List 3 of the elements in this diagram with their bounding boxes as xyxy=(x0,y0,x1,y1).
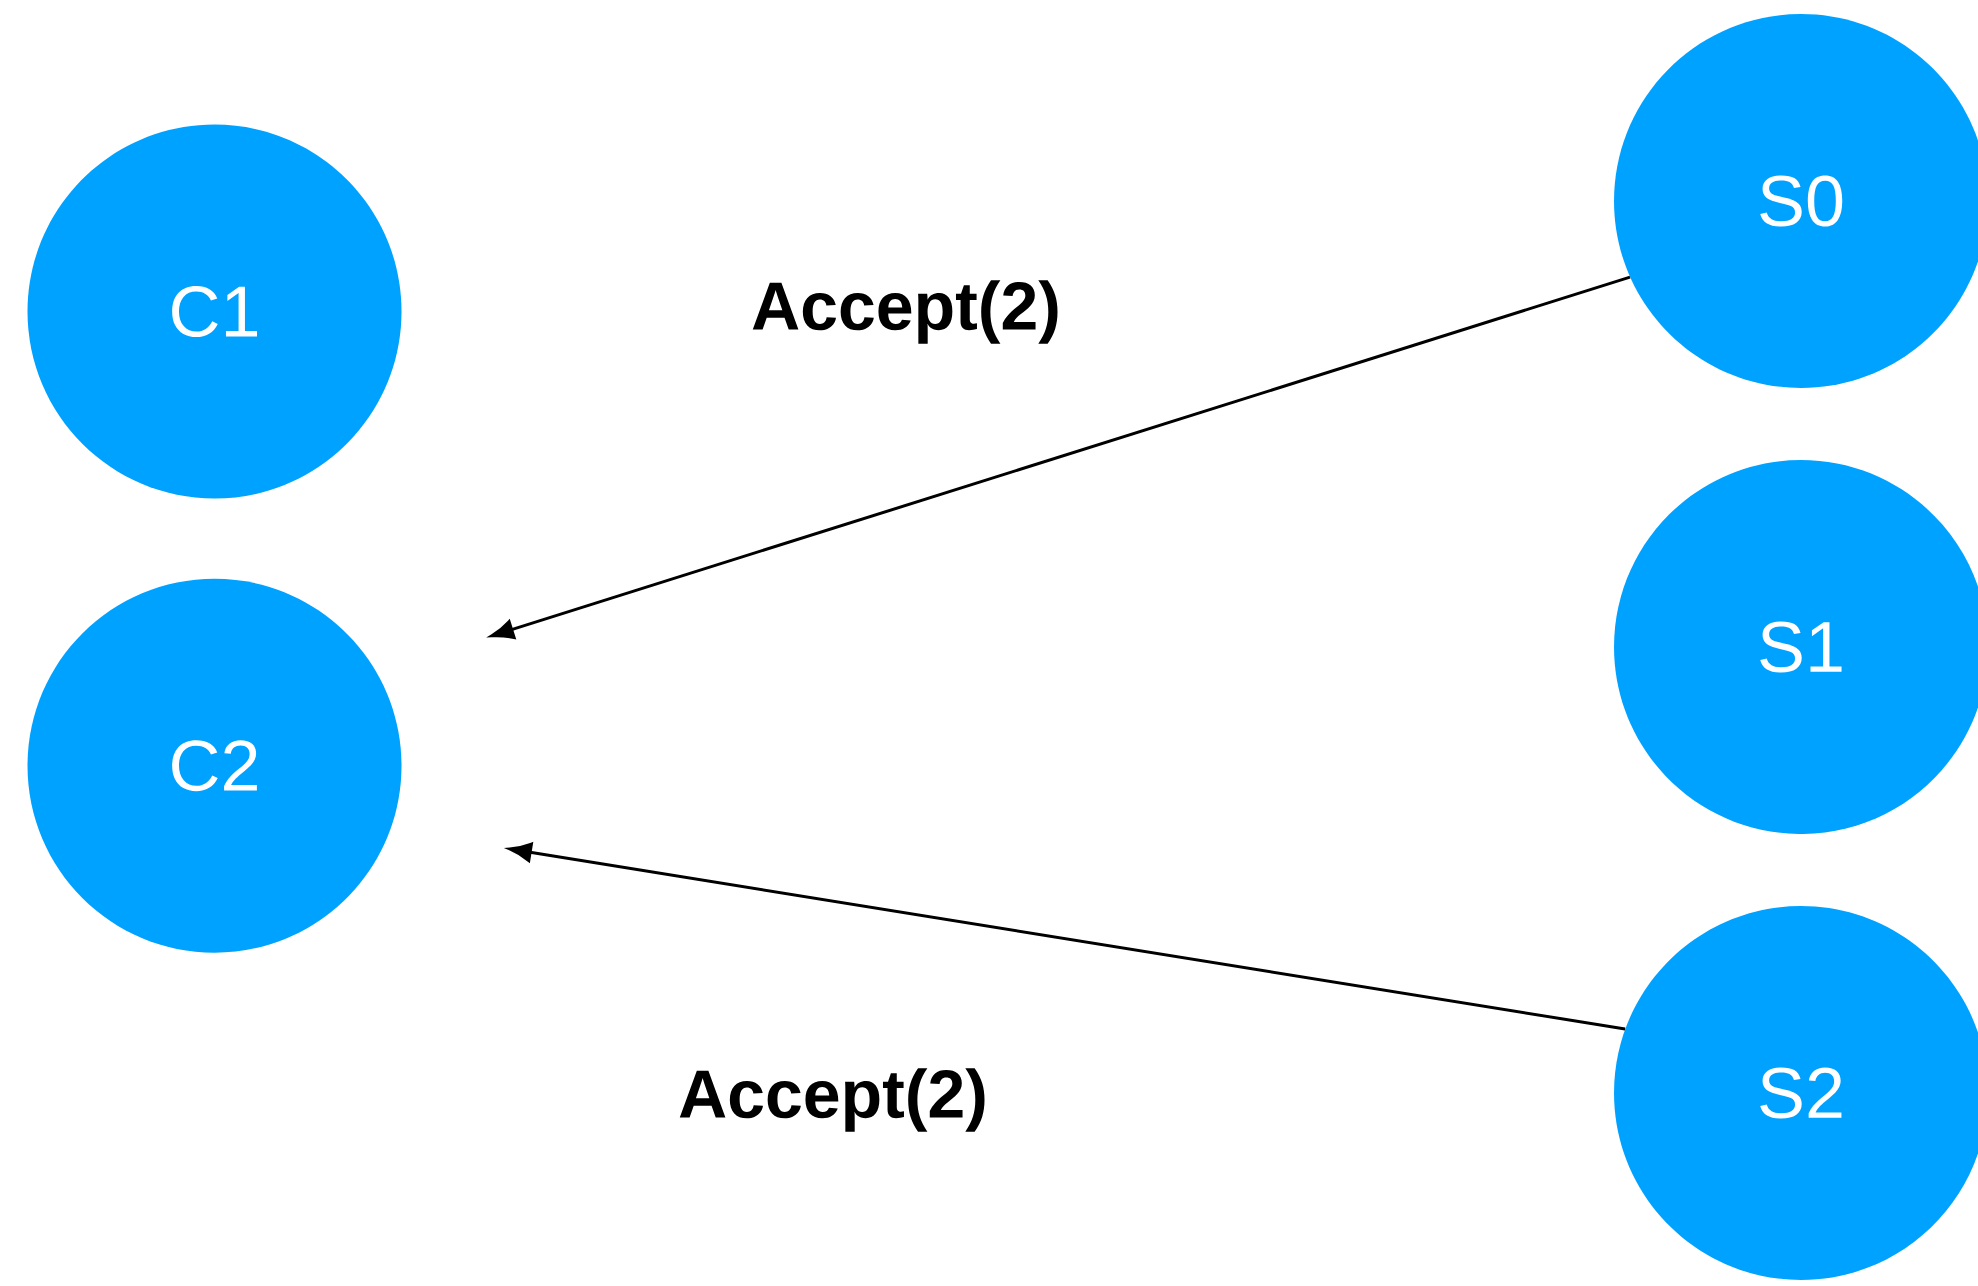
circle-node: C1 xyxy=(27,124,402,499)
circle-node: C2 xyxy=(27,578,402,953)
edge-label: Accept(2) xyxy=(676,1066,990,1134)
